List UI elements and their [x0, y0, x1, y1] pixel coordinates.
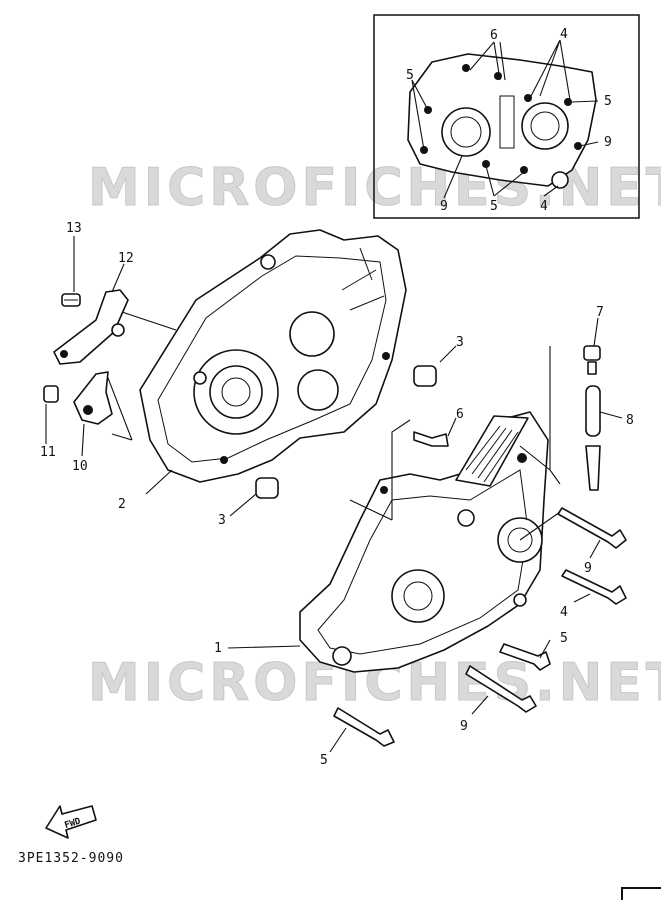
screw-part-13: [61, 293, 81, 307]
lever-part-10: [73, 371, 113, 425]
callout-4: 4: [560, 605, 568, 620]
assembled-crankcase-inset: 6 4 5 5 9 9 5 4: [373, 14, 640, 219]
fwd-arrow-icon: FWD: [45, 805, 97, 839]
inset-callout-5-bottom: 5: [490, 199, 498, 214]
callout-1: 1: [214, 641, 222, 656]
bolt-part-4: [561, 569, 627, 605]
callout-13: 13: [66, 221, 82, 236]
bolt-part-6: [413, 431, 449, 447]
inset-callout-6: 6: [490, 28, 498, 43]
catalog-code: 3PE1352-9090: [18, 851, 124, 866]
bolt-part-9-lower: [465, 665, 537, 713]
callout-9-lower: 9: [460, 719, 468, 734]
dowel-pin-part-3-upper: [413, 365, 437, 387]
inset-callout-4-bottom: 4: [540, 199, 548, 214]
callout-8: 8: [626, 413, 634, 428]
fwd-label: FWD: [63, 816, 82, 831]
bolt-part-11: [43, 385, 59, 403]
corner-mark: [621, 887, 661, 900]
hose-part-8: [585, 385, 601, 491]
inset-callout-5-left: 5: [406, 68, 414, 83]
leader-lines: [45, 236, 623, 753]
dowel-pin-part-3-lower: [255, 477, 279, 499]
callout-12: 12: [118, 251, 134, 266]
inset-callout-9-right: 9: [604, 135, 612, 150]
callout-10: 10: [72, 459, 88, 474]
callout-6: 6: [456, 407, 464, 422]
crankcase-right-part: [299, 411, 549, 673]
fitting-part-7: [583, 345, 601, 375]
callout-11: 11: [40, 445, 56, 460]
bolt-part-9-upper: [557, 507, 627, 549]
callout-3-upper: 3: [456, 335, 464, 350]
inset-callout-4-top: 4: [560, 27, 568, 42]
callout-2: 2: [118, 497, 126, 512]
bolt-part-5-right: [499, 643, 551, 671]
callout-9-upper: 9: [584, 561, 592, 576]
callout-5-right: 5: [560, 631, 568, 646]
inset-callout-9-bottom: 9: [440, 199, 448, 214]
inset-callout-5-right: 5: [604, 94, 612, 109]
bolt-part-5-bottom: [333, 707, 395, 747]
callout-5-bottom: 5: [320, 753, 328, 768]
crankcase-left-part: [139, 229, 407, 483]
callout-7: 7: [596, 305, 604, 320]
callout-3-lower: 3: [218, 513, 226, 528]
stopper-plate-part-12: [53, 289, 129, 365]
